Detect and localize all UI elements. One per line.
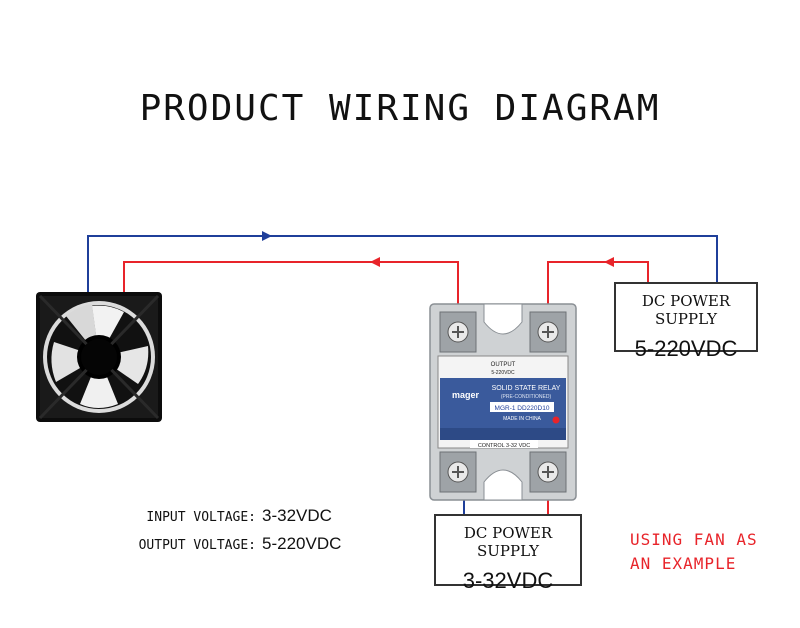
- negative-wire: [87, 235, 718, 302]
- load-power-supply-value: 5-220VDC: [634, 336, 738, 361]
- example-note-line1: USING FAN AS: [630, 530, 758, 549]
- relay-output-range: 5-220VDC: [491, 370, 515, 376]
- screw-terminal-icon: [447, 461, 469, 483]
- example-note: USING FAN AS AN EXAMPLE: [630, 528, 790, 576]
- positive-wire-supply: [547, 261, 649, 322]
- control-power-supply-value: 3-32VDC: [462, 568, 554, 593]
- input-voltage-value: 3-32VDC: [262, 506, 332, 525]
- page-title: PRODUCT WIRING DIAGRAM: [139, 88, 661, 129]
- fan-icon: [36, 292, 162, 422]
- relay-output-label: OUTPUT: [491, 362, 516, 368]
- arrow-icon: [370, 257, 380, 267]
- relay-made-in: MADE IN CHINA: [503, 416, 541, 422]
- arrow-icon: [262, 231, 272, 241]
- screw-terminal-icon: [537, 321, 559, 343]
- arrow-icon: [604, 257, 614, 267]
- control-power-supply-label: DC POWER SUPPLY: [463, 524, 553, 560]
- input-voltage-row: INPUT VOLTAGE: 3-32VDC: [118, 506, 341, 534]
- relay-title: SOLID STATE RELAY: [492, 385, 561, 392]
- solid-state-relay-icon: OUTPUT 5-220VDC mager SOLID STATE RELAY …: [429, 303, 577, 501]
- relay-control-label: CONTROL 3-32 VDC: [478, 443, 530, 449]
- positive-wire-load: [123, 261, 459, 322]
- indicator-led: [552, 416, 560, 424]
- voltage-specs: INPUT VOLTAGE: 3-32VDC OUTPUT VOLTAGE: 5…: [118, 506, 342, 562]
- output-voltage-value: 5-220VDC: [262, 534, 342, 553]
- screw-terminal-icon: [447, 321, 469, 343]
- relay-subtitle: (PRE-CONDITIONED): [501, 394, 552, 400]
- output-voltage-label: OUTPUT VOLTAGE:: [138, 538, 256, 553]
- example-note-line2: AN EXAMPLE: [630, 554, 737, 573]
- load-power-supply: DC POWER SUPPLY 5-220VDC: [614, 282, 758, 361]
- output-voltage-row: OUTPUT VOLTAGE: 5-220VDC: [118, 534, 342, 562]
- load-power-supply-label: DC POWER SUPPLY: [641, 292, 731, 328]
- relay-model: MGR-1 DD220D10: [495, 405, 550, 412]
- relay-brand: mager: [452, 390, 480, 400]
- input-voltage-label: INPUT VOLTAGE:: [146, 510, 256, 525]
- screw-terminal-icon: [537, 461, 559, 483]
- control-power-supply: DC POWER SUPPLY 3-32VDC: [434, 514, 582, 593]
